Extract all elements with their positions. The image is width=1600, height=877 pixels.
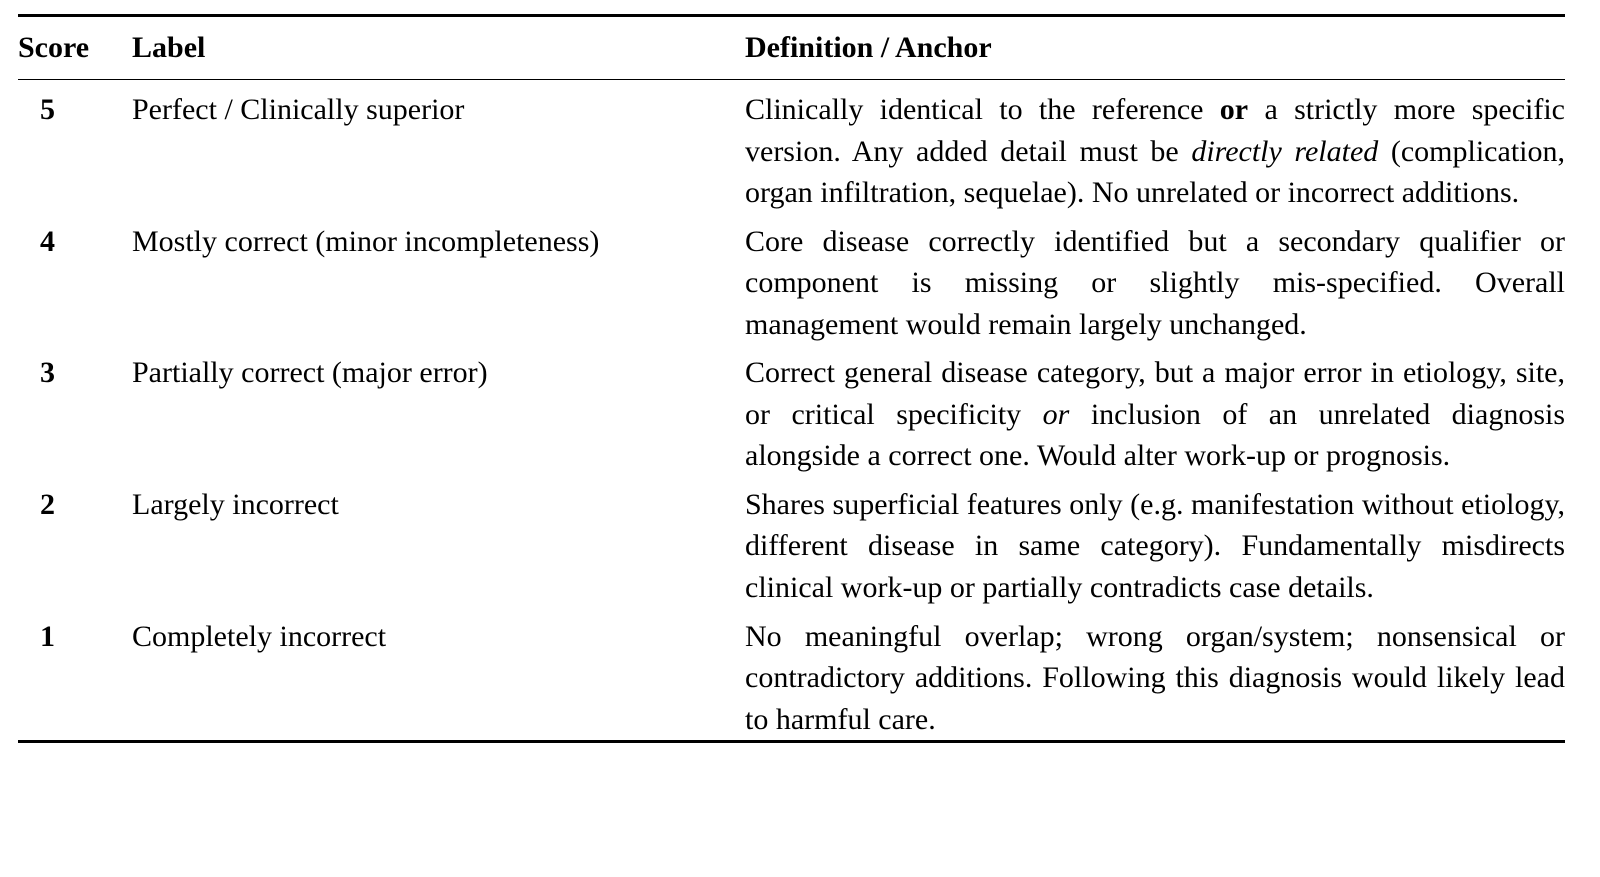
table-rule-mid	[18, 79, 1565, 80]
table-row: 4 Mostly correct (minor incompleteness) …	[18, 214, 1565, 346]
row-score: 4	[40, 224, 55, 258]
row-definition: No meaningful overlap; wrong organ/syste…	[745, 619, 1565, 736]
row-label: Perfect / Clinically superior	[132, 93, 465, 126]
scoring-rubric-table: Score Label Definition / Anchor 5 Perfec…	[18, 14, 1565, 744]
column-header-score: Score	[18, 31, 90, 64]
emphasis-italic: or	[1042, 397, 1070, 431]
column-header-definition: Definition / Anchor	[745, 31, 992, 64]
row-definition: Shares superficial features only (e.g. m…	[745, 487, 1565, 605]
emphasis-italic: directly related	[1191, 134, 1379, 168]
table-row: 5 Perfect / Clinically superior Clinical…	[18, 80, 1565, 214]
row-label: Largely incorrect	[132, 487, 339, 521]
row-score: 2	[40, 487, 55, 521]
row-label: Partially correct (major error)	[132, 356, 488, 390]
emphasis-bold: or	[1219, 93, 1249, 126]
row-definition: Correct general disease category, but a …	[745, 356, 1566, 473]
table-row: 1 Completely incorrect No meaningful ove…	[18, 609, 1565, 742]
column-header-label: Label	[132, 31, 206, 64]
table-row: 2 Largely incorrect Shares superficial f…	[18, 477, 1565, 609]
table-body: 5 Perfect / Clinically superior Clinical…	[18, 80, 1565, 744]
row-score: 1	[40, 619, 55, 653]
table-rule-top	[18, 14, 1565, 18]
table-rule-bottom	[18, 740, 1565, 744]
row-score: 5	[40, 93, 55, 126]
table-header: Score Label Definition / Anchor	[18, 14, 1565, 80]
row-label: Completely incorrect	[132, 619, 387, 653]
row-definition: Clinically identical to the reference or…	[745, 93, 1566, 210]
table-row: 3 Partially correct (major error) Correc…	[18, 345, 1565, 477]
row-definition: Core disease correctly identified but a …	[745, 224, 1565, 341]
header-row: Score Label Definition / Anchor	[18, 17, 1565, 80]
row-score: 3	[40, 356, 55, 390]
row-label: Mostly correct (minor incompleteness)	[132, 224, 600, 258]
